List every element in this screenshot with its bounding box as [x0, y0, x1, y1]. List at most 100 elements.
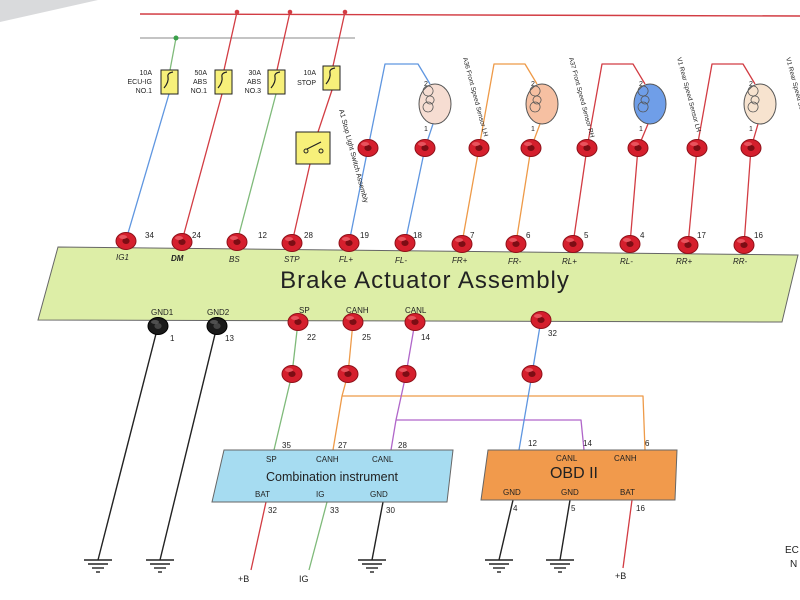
fuse-name: ABS [247, 79, 261, 86]
pin-name: FR+ [452, 256, 468, 265]
junction-dot [173, 35, 179, 41]
pin-number: 4 [640, 231, 645, 240]
wire-rl-plus [572, 63, 646, 245]
wire-abs1-feed [223, 11, 238, 71]
pin-number: 32 [548, 329, 557, 338]
terminal-ig1[interactable] [115, 232, 137, 250]
pin-number: 28 [304, 231, 313, 240]
pin-number: 22 [307, 333, 316, 342]
wire-stp [291, 163, 311, 244]
terminals [115, 139, 762, 383]
pin-name: RR- [733, 257, 748, 266]
pin-number: 14 [421, 333, 430, 342]
terminal-sensor-rl-minus[interactable] [627, 139, 649, 157]
sensor-pin-top: 2 [424, 81, 428, 88]
pin-number: 6 [526, 231, 531, 240]
pin-name: CANH [346, 306, 369, 315]
ground-obd5-icon [546, 559, 574, 573]
terminal-fl-plus[interactable] [338, 234, 360, 252]
pin-number: 19 [360, 231, 369, 240]
terminal-sp-mid[interactable] [281, 365, 303, 383]
terminal-rr-minus[interactable] [733, 236, 755, 254]
terminal-dm[interactable] [171, 233, 193, 251]
sensor-pin-top: 2 [531, 81, 535, 88]
pin-name: IG [316, 490, 324, 499]
pin-number: 34 [145, 231, 154, 240]
terminal-sp[interactable] [287, 313, 309, 331]
actuator-title: Brake Actuator Assembly [280, 267, 570, 294]
ground-gnd1-icon [84, 559, 112, 573]
ground-symbols [84, 559, 574, 573]
terminal-fr-minus[interactable] [505, 235, 527, 253]
terminal-rl-plus[interactable] [562, 235, 584, 253]
terminal-sensor-fr-plus[interactable] [468, 139, 490, 157]
terminal-sensor-rr-plus[interactable] [686, 139, 708, 157]
terminal-32[interactable] [530, 311, 552, 329]
edge-text-1: EC [785, 545, 799, 556]
terminal-canh[interactable] [342, 313, 364, 331]
wire-ig-feed [169, 37, 177, 71]
pin-name: RL- [620, 257, 633, 266]
terminal-sensor-rr-minus[interactable] [740, 139, 762, 157]
pin-name: FR- [508, 257, 522, 266]
pin-number: 27 [338, 441, 347, 450]
wire-bs [236, 93, 277, 243]
terminal-fr-plus[interactable] [451, 235, 473, 253]
fuse-rating: 30A [249, 70, 262, 77]
fuse-number: NO.1 [136, 88, 152, 95]
terminal-fl-minus[interactable] [394, 234, 416, 252]
wire-gnd1 [97, 325, 159, 561]
bus-line-top [139, 13, 800, 17]
terminal-bs[interactable] [226, 233, 248, 251]
terminal-rl-minus[interactable] [619, 235, 641, 253]
wire-fl-plus [348, 63, 431, 244]
pin-name: CANL [372, 455, 394, 464]
pin-number: 30 [386, 506, 395, 515]
fuse-name: STOP [297, 80, 316, 87]
terminal-sensor-rl-plus[interactable] [576, 139, 598, 157]
terminal-stp[interactable] [281, 234, 303, 252]
terminal-canl[interactable] [404, 313, 426, 331]
terminal-obd-mid[interactable] [521, 365, 543, 383]
terminal-sensor-fr-minus[interactable] [520, 139, 542, 157]
terminal-gnd2[interactable] [206, 317, 228, 335]
terminal-sensor-fl-plus[interactable] [357, 139, 379, 157]
brake-actuator-assembly: Brake Actuator Assembly 34 IG1 24 DM 12 … [37, 231, 799, 343]
sensor-body [743, 83, 777, 125]
pin-number: 12 [258, 231, 267, 240]
pin-name: FL- [395, 256, 407, 265]
wire-obd-gnd4 [498, 499, 514, 561]
fuse-abs-no1: 50A ABS NO.1 [191, 69, 233, 95]
pin-number: 18 [413, 231, 422, 240]
pin-number: 14 [583, 439, 592, 448]
wire-obd-gnd5 [559, 499, 571, 561]
obd-title: OBD II [550, 465, 598, 482]
pin-number: 12 [528, 439, 537, 448]
fuse-abs-no3: 30A ABS NO.3 [245, 69, 286, 95]
junction-dot [234, 9, 240, 15]
sensor-body [525, 83, 559, 125]
wire-abs3-feed [276, 11, 291, 71]
obd-ii-connector: OBD II 12 14 CANL 6 CANH GND 4 GND 5 BAT… [480, 439, 678, 513]
sensor-pin-top: 2 [639, 81, 643, 88]
sensor-body [418, 83, 452, 125]
ground-combo-icon [358, 559, 386, 573]
pin-name: SP [266, 455, 277, 464]
wire-combo-gnd [371, 501, 384, 561]
wire-canl-obd [396, 419, 585, 451]
terminal-canh-mid[interactable] [337, 365, 359, 383]
wire-ig1 [125, 93, 170, 241]
pin-name: FL+ [339, 255, 353, 264]
pin-number: 25 [362, 333, 371, 342]
wire-canh [332, 321, 354, 451]
terminal-canl-mid[interactable] [395, 365, 417, 383]
pin-number: 4 [513, 504, 518, 513]
sensor-pin-bottom: 1 [531, 126, 535, 133]
terminal-sensor-fl-minus[interactable] [414, 139, 436, 157]
junction-dot [342, 9, 348, 15]
terminal-rr-plus[interactable] [677, 236, 699, 254]
pin-number: 17 [697, 231, 706, 240]
wire-rr-plus [687, 63, 756, 246]
pin-number: 7 [470, 231, 475, 240]
terminal-gnd1[interactable] [147, 317, 169, 335]
